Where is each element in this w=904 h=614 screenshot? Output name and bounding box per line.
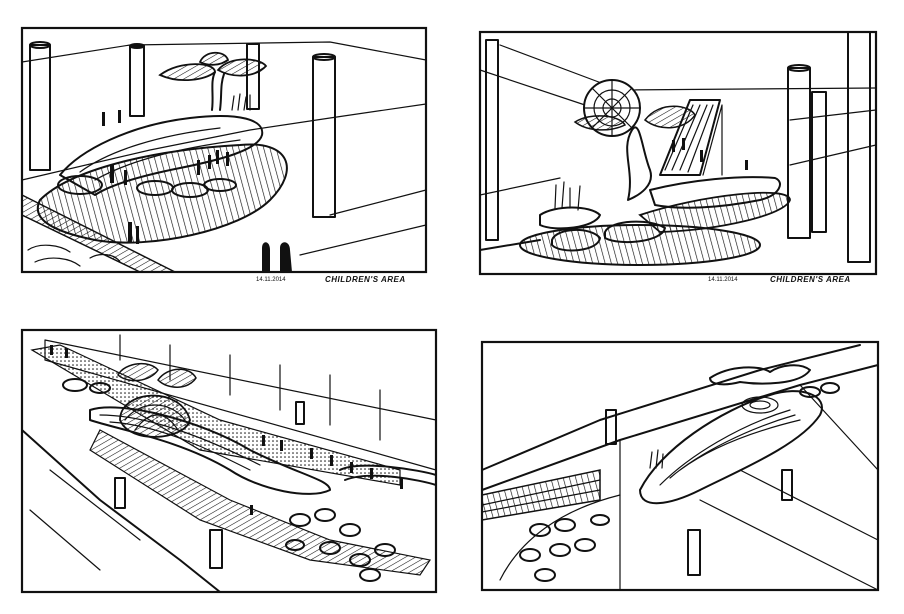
sketch-caption: CHILDREN'S AREA	[325, 275, 406, 284]
walkway	[30, 344, 401, 486]
sketch-caption: CHILDREN'S AREA	[770, 275, 851, 284]
column	[787, 64, 811, 239]
escalator-railing	[21, 193, 176, 273]
curved-island	[639, 390, 823, 505]
sketch-date: 14.11.2014	[708, 277, 738, 283]
sketch-top-left	[20, 26, 428, 274]
column	[29, 41, 51, 171]
column	[295, 401, 305, 425]
cafe-tables	[519, 514, 610, 582]
floor-island	[519, 224, 761, 266]
escalator	[481, 469, 601, 521]
sketch-top-right	[478, 30, 878, 276]
sketch-bottom-right	[480, 340, 880, 592]
column	[605, 409, 617, 445]
sketch-bottom-left	[20, 328, 438, 594]
column	[811, 91, 827, 233]
column	[781, 469, 793, 501]
column	[847, 31, 871, 263]
column	[246, 43, 260, 110]
column	[687, 529, 701, 576]
column	[129, 43, 145, 117]
column	[485, 39, 499, 241]
sketch-date: 14.11.2014	[256, 277, 286, 283]
people-figures	[102, 110, 292, 272]
tree-canopy	[158, 51, 268, 111]
ceiling-line	[21, 41, 427, 63]
tree-canopy	[573, 79, 696, 201]
seating-sculpture	[59, 115, 264, 196]
dome-structure	[117, 363, 197, 438]
cafe-tables	[62, 378, 396, 582]
column	[312, 53, 336, 218]
column	[209, 529, 223, 569]
column	[114, 477, 126, 509]
people-figures	[50, 345, 403, 515]
people-figures	[672, 138, 748, 170]
